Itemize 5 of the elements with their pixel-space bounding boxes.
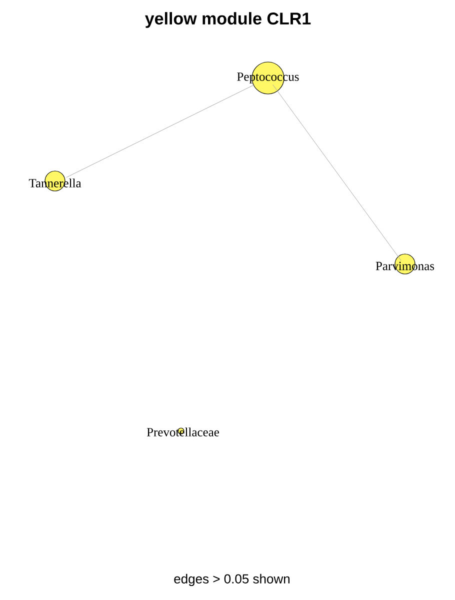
caption: edges > 0.05 shown	[174, 574, 290, 586]
network-node: Prevotellaceae	[146, 428, 219, 436]
title: yellow module CLR1	[145, 12, 311, 28]
edge-line	[66, 84, 255, 178]
edge-line	[272, 84, 402, 261]
